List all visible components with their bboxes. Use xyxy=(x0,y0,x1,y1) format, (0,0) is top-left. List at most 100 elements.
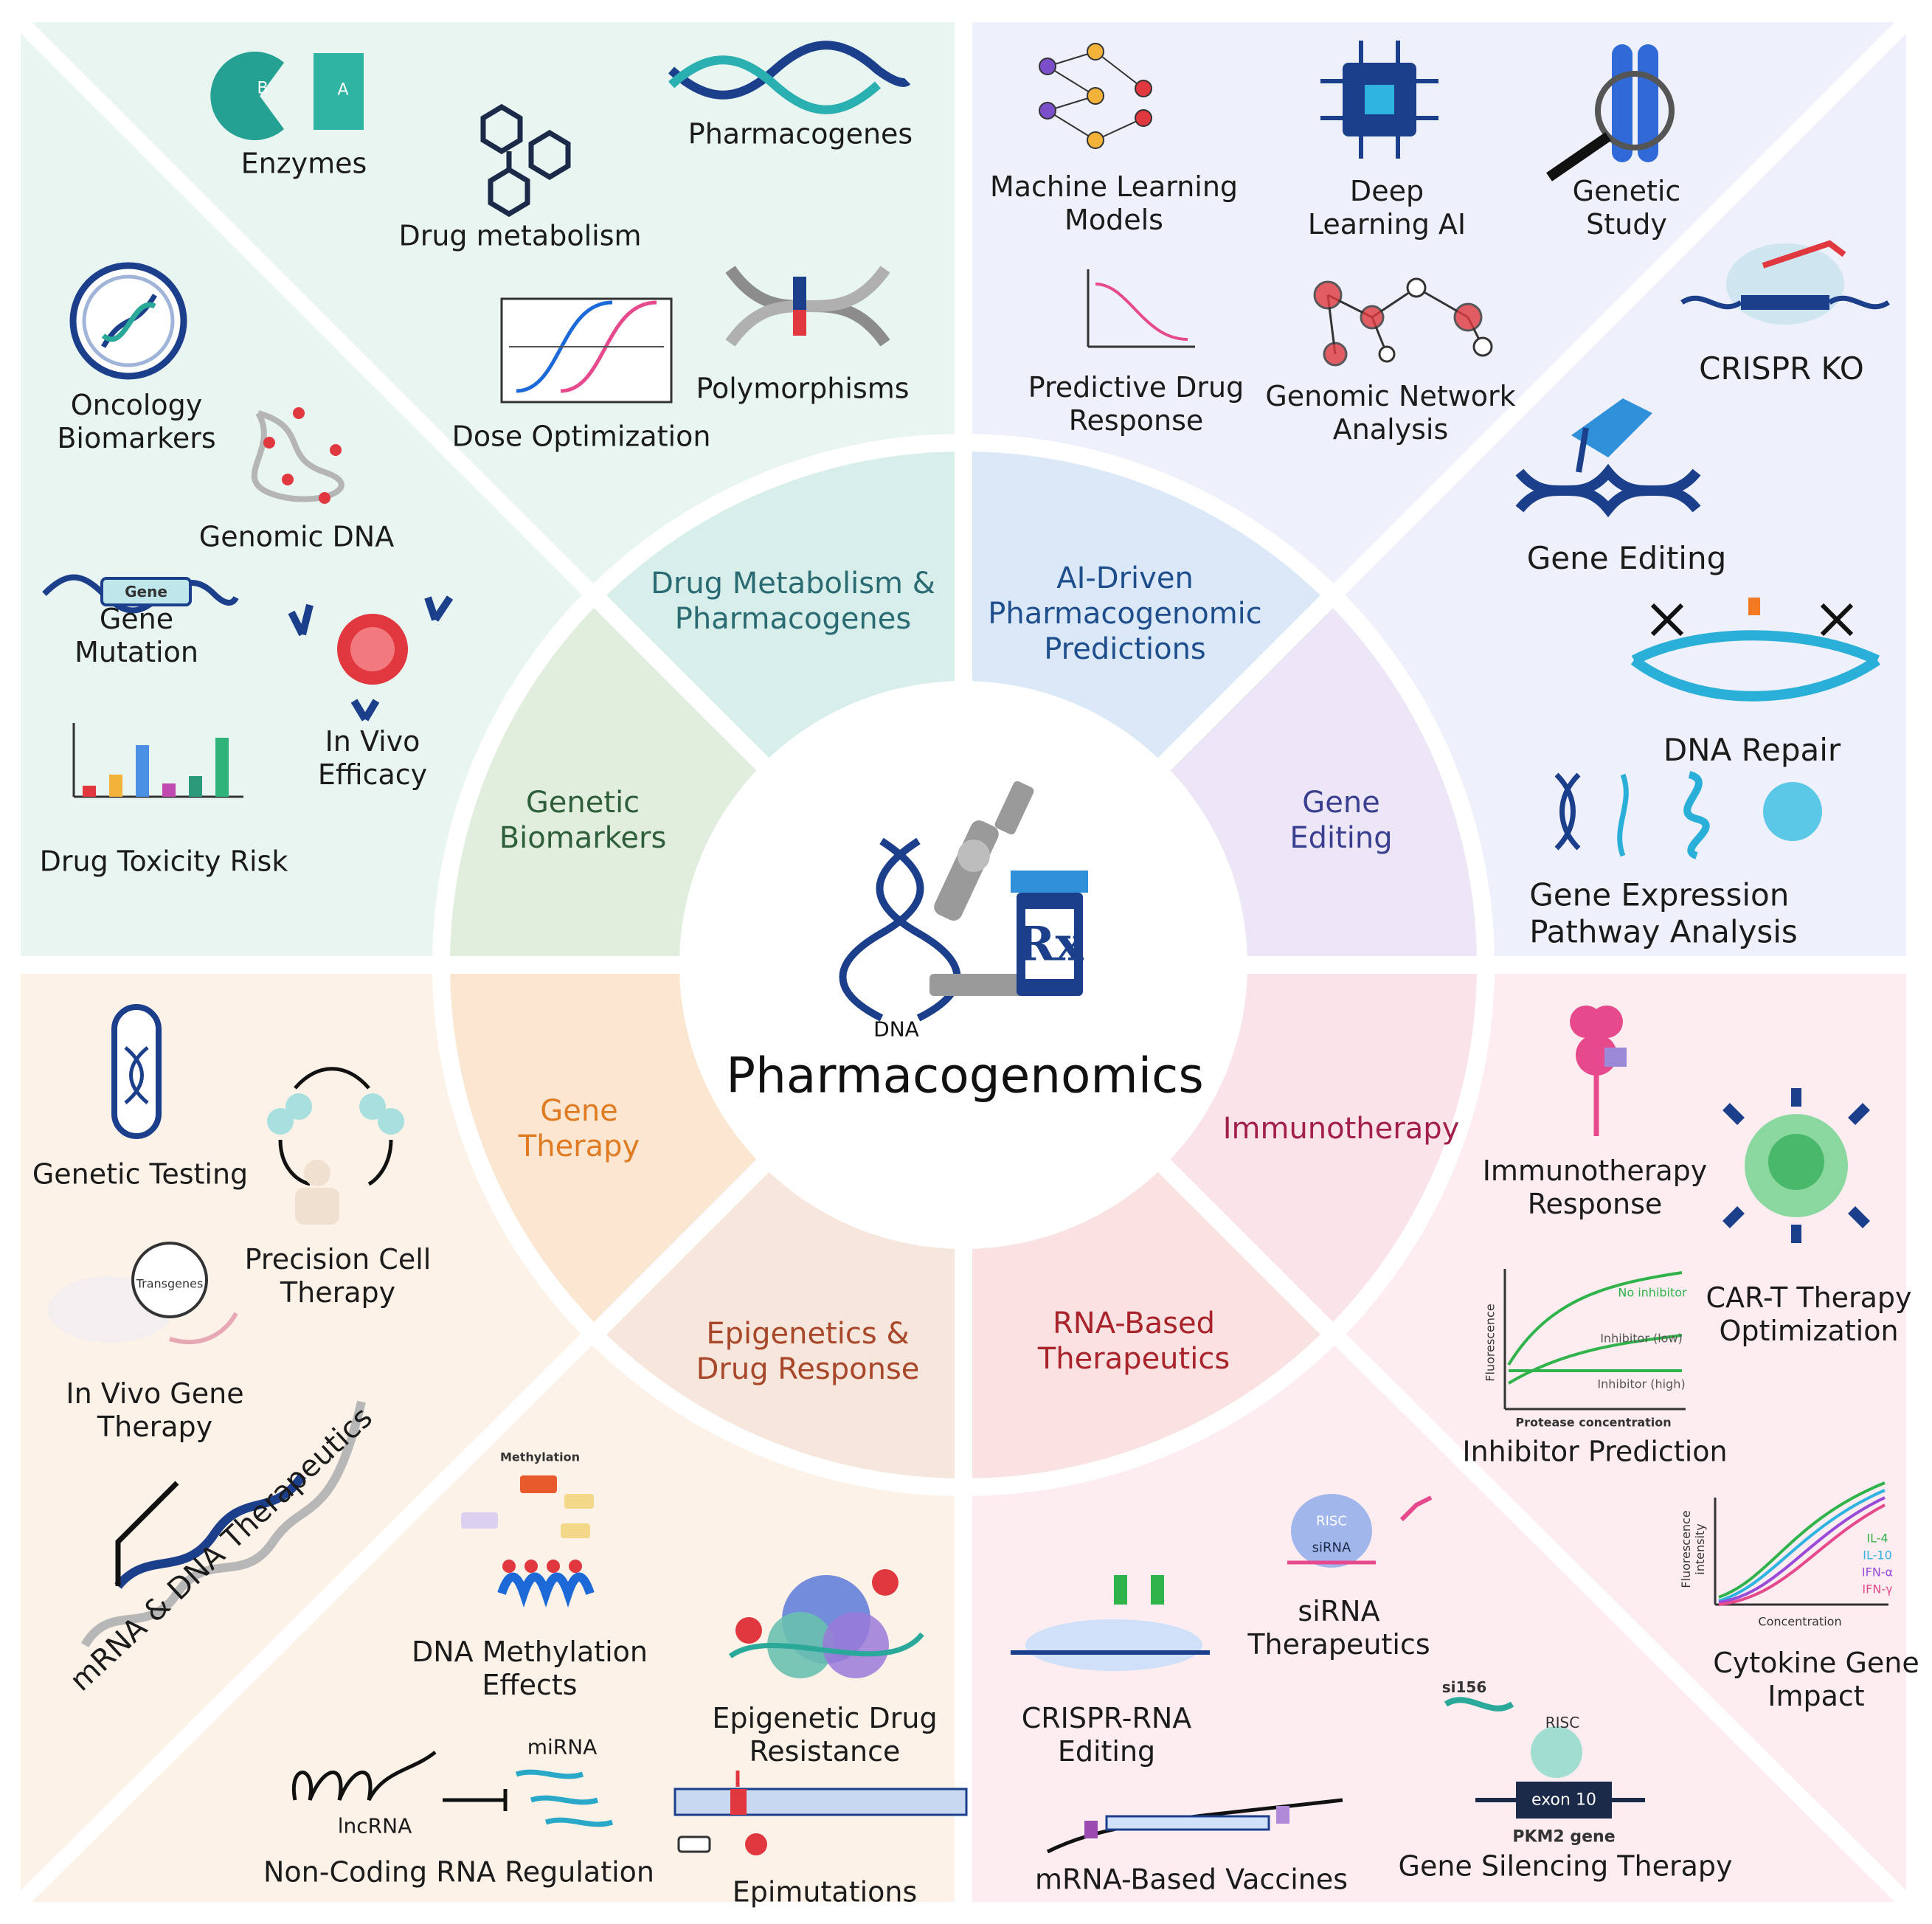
label-polymorphisms: Polymorphisms xyxy=(696,372,910,405)
cytokine-legend-il4: IL-4 xyxy=(1866,1531,1888,1546)
predictive-response-chart-icon xyxy=(1087,269,1195,348)
label-predictive-drug-response: Predictive Drug Response xyxy=(1028,371,1244,437)
cytokine-y-axis-label: Fluorescence intensity xyxy=(1679,1510,1707,1588)
mrna-vaccine-icon xyxy=(1046,1798,1343,1854)
label-pharmacogenes: Pharmacogenes xyxy=(688,117,913,150)
inhibitor-legend-none: No inhibitor xyxy=(1618,1285,1687,1300)
label-mirna: miRNA xyxy=(527,1734,598,1759)
sirna-risc-icon xyxy=(1287,1494,1433,1568)
label-machine-learning-models: Machine Learning Models xyxy=(989,170,1239,236)
risc-tag: RISC xyxy=(1316,1513,1347,1529)
mouse-icon xyxy=(48,1242,238,1345)
rx-label: Rx xyxy=(1016,916,1084,972)
crispr-ko-icon xyxy=(1680,240,1890,325)
neural-network-icon xyxy=(1039,43,1152,149)
genomic-dna-icon xyxy=(251,407,344,504)
segment-label-drug-metabolism: Drug Metabolism & Pharmacogenes xyxy=(651,567,935,636)
cytokine-legend-il10: IL-10 xyxy=(1863,1548,1892,1563)
dna-caption: DNA xyxy=(873,1017,919,1042)
deep-learning-chip-icon xyxy=(1320,41,1438,159)
inhibitor-legend-low: Inhibitor (low) xyxy=(1600,1331,1683,1346)
label-genetic-testing: Genetic Testing xyxy=(32,1157,249,1191)
label-cytokine-gene-impact: Cytokine Gene Impact xyxy=(1713,1647,1919,1712)
label-deep-learning-ai: Deep Learning AI xyxy=(1307,175,1467,240)
silencing-exon-tag: exon 10 xyxy=(1531,1790,1596,1810)
genetic-testing-tube-icon xyxy=(111,1004,162,1139)
label-gene-editing: Gene Editing xyxy=(1526,540,1727,577)
label-dna-methylation-effects: DNA Methylation Effects xyxy=(411,1636,648,1701)
label-immunotherapy-response: Immunotherapy Response xyxy=(1482,1155,1708,1220)
cytokine-legend-ifng: IFN-γ xyxy=(1862,1582,1893,1596)
segment-label-rna-based: RNA-Based Therapeutics xyxy=(1037,1307,1230,1376)
gene-silencing-icon xyxy=(1444,1697,1645,1819)
cytokine-legend-ifna: IFN-α xyxy=(1861,1565,1894,1579)
label-epigenetic-drug-resistance: Epigenetic Drug Resistance xyxy=(712,1702,938,1768)
enzymes-icon xyxy=(210,52,364,141)
lncrna-icon xyxy=(291,1751,508,1811)
mirna-icon xyxy=(515,1769,614,1827)
label-gene-expression-pathway: Gene Expression Pathway Analysis xyxy=(1529,876,1798,949)
rx-bottle-icon xyxy=(1011,871,1088,996)
immunotherapy-response-icon xyxy=(1570,1006,1627,1136)
label-in-vivo-gene-therapy: In Vivo Gene Therapy xyxy=(66,1377,244,1443)
methylation-tag: Methylation xyxy=(499,1450,581,1464)
inhibitor-x-axis-label: Protease concentration xyxy=(1515,1415,1672,1430)
label-gene-silencing-therapy: Gene Silencing Therapy xyxy=(1398,1849,1733,1883)
epigenetic-resistance-nucleosome-icon xyxy=(728,1569,924,1678)
segment-label-genetic-biomarkers: Genetic Biomarkers xyxy=(499,786,667,855)
gene-expression-pathway-icon xyxy=(1554,771,1822,859)
label-dna-repair: DNA Repair xyxy=(1663,732,1841,769)
methylation-icon xyxy=(461,1475,595,1608)
dose-curve-chart-icon xyxy=(500,297,673,404)
label-gene-mutation: Gene Mutation xyxy=(75,603,198,668)
epimutations-sequence-icon xyxy=(674,1771,968,1855)
label-genomic-network-analysis: Genomic Network Analysis xyxy=(1265,380,1516,446)
cytokine-chart-icon xyxy=(1714,1481,1888,1606)
label-sirna-therapeutics: siRNA Therapeutics xyxy=(1247,1595,1430,1661)
label-oncology-biomarkers: Oncology Biomarkers xyxy=(57,389,216,454)
label-crispr-ko: CRISPR KO xyxy=(1699,350,1864,387)
label-enzymes: Enzymes xyxy=(240,147,367,180)
sirna-tag: siRNA xyxy=(1312,1540,1351,1556)
dna-repair-icon xyxy=(1630,598,1880,702)
label-inhibitor-prediction: Inhibitor Prediction xyxy=(1462,1435,1728,1468)
segment-label-gene-therapy: Gene Therapy xyxy=(518,1094,640,1163)
inhibitor-legend-high: Inhibitor (high) xyxy=(1597,1377,1686,1391)
gene-editing-icon xyxy=(1515,398,1701,518)
label-non-coding-rna-regulation: Non-Coding RNA Regulation xyxy=(263,1855,655,1889)
segment-label-epigenetics: Epigenetics & Drug Response xyxy=(696,1317,920,1386)
oncology-biomarker-icon xyxy=(69,262,187,380)
crispr-rna-editing-icon xyxy=(1011,1575,1210,1671)
toxicity-bar-chart-icon xyxy=(72,723,243,798)
precision-cell-therapy-icon xyxy=(267,1067,404,1225)
page-title: Pharmacogenomics xyxy=(726,1047,1204,1104)
label-lncrna: lncRNA xyxy=(337,1813,412,1838)
label-genetic-study: Genetic Study xyxy=(1572,175,1681,240)
label-drug-metabolism: Drug metabolism xyxy=(398,219,642,252)
inhibitor-y-axis-label: Fluorescence xyxy=(1483,1304,1498,1382)
label-crispr-rna-editing: CRISPR-RNA Editing xyxy=(1021,1702,1192,1768)
genomic-network-icon xyxy=(1313,277,1493,367)
genetic-study-chromosome-icon xyxy=(1546,44,1675,181)
center-circle xyxy=(679,681,1247,1249)
gene-mutation-icon xyxy=(42,574,239,614)
gene-tag: Gene xyxy=(125,583,167,601)
pharmacogenes-dna-icon xyxy=(668,41,911,114)
label-dose-optimization: Dose Optimization xyxy=(451,420,711,453)
polymorphism-dna-icon xyxy=(725,266,890,347)
label-in-vivo-efficacy: In Vivo Efficacy xyxy=(317,725,428,791)
car-t-cell-icon xyxy=(1722,1088,1870,1243)
segment-label-ai-driven: AI-Driven Pharmacogenomic Predictions xyxy=(988,561,1262,666)
segment-label-immunotherapy: Immunotherapy xyxy=(1222,1112,1460,1146)
label-epimutations: Epimutations xyxy=(732,1875,918,1909)
silencing-sirna-tag: si156 xyxy=(1441,1678,1487,1696)
label-mrna-based-vaccines: mRNA-Based Vaccines xyxy=(1034,1863,1348,1896)
label-genomic-dna: Genomic DNA xyxy=(198,520,395,553)
label-car-t-therapy-optimization: CAR-T Therapy Optimization xyxy=(1706,1281,1912,1347)
cytokine-x-axis-label: Concentration xyxy=(1758,1614,1842,1629)
mrna-dna-helix-icon xyxy=(80,1400,366,1648)
enzyme-letter-a: A xyxy=(337,80,349,100)
drug-metabolism-icon xyxy=(480,103,571,218)
